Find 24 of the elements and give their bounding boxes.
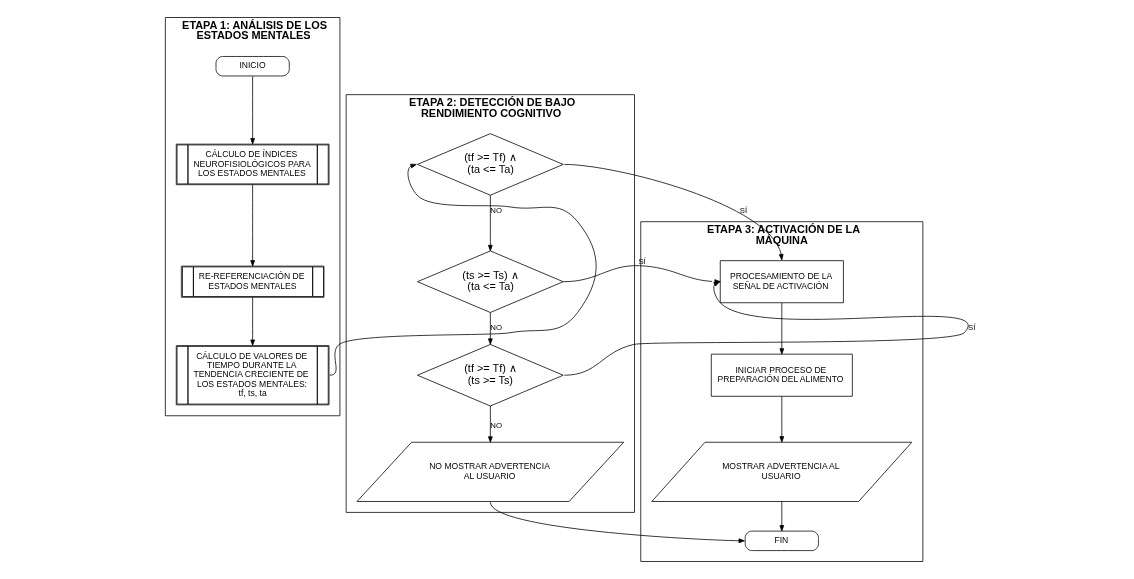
arrow	[779, 396, 784, 443]
node-diamond: (ts >= Ts) ∧ (ta <= Ta)	[416, 250, 564, 313]
edge-label: NO	[489, 421, 502, 431]
arrow	[487, 312, 493, 345]
arrow	[249, 75, 255, 145]
arrow	[249, 297, 255, 346]
arrow	[487, 405, 493, 443]
arrow	[563, 164, 783, 261]
arrow	[328, 163, 597, 376]
arrow	[779, 302, 784, 355]
arrow	[779, 501, 784, 532]
edge-label: NO	[489, 323, 502, 333]
node-diamond: (tf >= Tf) ∧ (ts >= Ts)	[416, 344, 564, 407]
arrow	[489, 501, 745, 544]
node-box: INICIO	[215, 56, 290, 77]
node-box: INICIAR PROCESO DE PREPARACIÓN DEL ALIMENTO	[710, 353, 853, 397]
node-box: FIN	[744, 530, 819, 551]
node-diamond: (tf >= Tf) ∧ (ta <= Ta)	[416, 133, 564, 196]
edge-label: NO	[489, 206, 502, 216]
edge-label: SÍ	[967, 323, 975, 333]
node-box: PROCESAMIENTO DE LA SEÑAL DE ACTIVACIÓN	[719, 260, 844, 304]
arrow	[249, 184, 255, 267]
arrow	[487, 194, 493, 252]
edge-label: SÍ	[739, 206, 747, 216]
